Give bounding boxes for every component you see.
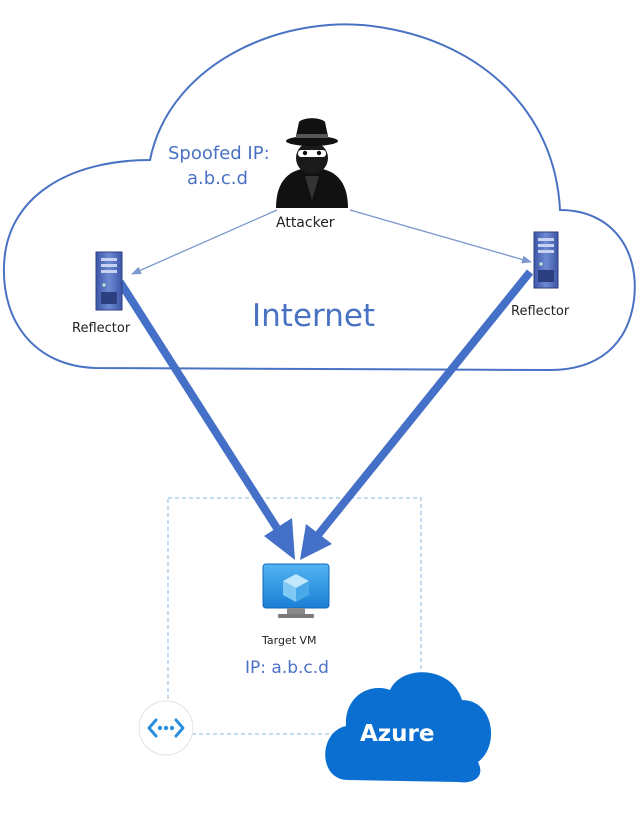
- attacker-to-left-reflector-arrow: [131, 209, 278, 275]
- attacker-icon: [276, 118, 348, 208]
- left-reflector-server-icon: [95, 251, 123, 311]
- left-reflector-label: Reflector: [72, 321, 131, 336]
- target-vm-label: Target VM: [262, 634, 317, 647]
- attacker-label: Attacker: [276, 215, 335, 231]
- internet-cloud-outline: [2, 23, 636, 372]
- virtual-network-icon: [138, 700, 194, 756]
- internet-label: Internet: [252, 298, 376, 334]
- target-vm-ip: IP: a.b.c.d: [245, 658, 329, 678]
- azure-cloud-icon: [325, 672, 492, 783]
- virtual-machine-icon: [262, 563, 330, 618]
- right-reflector-server-icon: [533, 231, 559, 289]
- azure-label: Azure: [360, 721, 435, 747]
- spoofed-ip-value: a.b.c.d: [187, 168, 248, 189]
- right-reflector-label: Reflector: [511, 304, 570, 319]
- azure-vnet-boundary: [167, 497, 422, 735]
- attacker-to-right-reflector-arrow: [349, 209, 532, 264]
- spoofed-ip-label: Spoofed IP:: [168, 143, 270, 164]
- right-reflector-to-target-arrow: [300, 269, 534, 560]
- left-reflector-to-target-arrow: [116, 279, 295, 560]
